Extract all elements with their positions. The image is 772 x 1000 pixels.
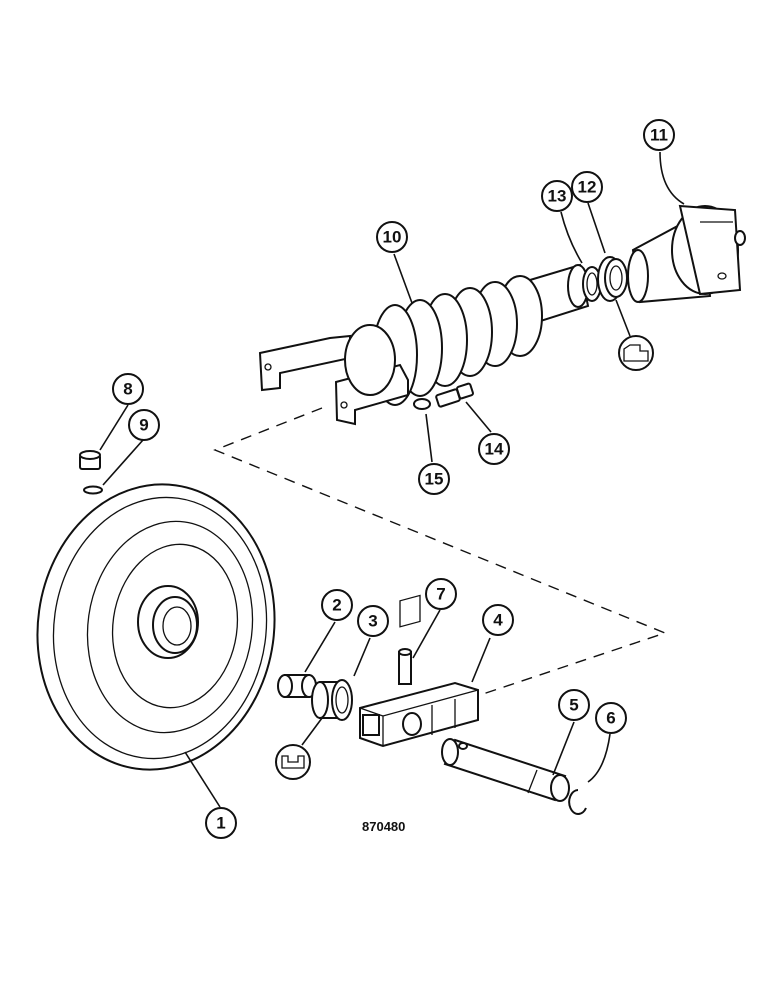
svg-text:11: 11 bbox=[650, 126, 668, 145]
callout-8: 8 bbox=[112, 373, 144, 405]
leader-5 bbox=[552, 721, 575, 776]
seal-12 bbox=[597, 256, 628, 302]
svg-text:1: 1 bbox=[216, 814, 225, 833]
tension-cylinder bbox=[627, 204, 746, 304]
svg-text:14: 14 bbox=[485, 440, 504, 459]
leader-13 bbox=[560, 211, 583, 264]
leader-7 bbox=[412, 609, 441, 659]
leader-14 bbox=[465, 401, 492, 433]
leader-10 bbox=[393, 253, 413, 304]
callout-11: 11 bbox=[643, 119, 675, 151]
svg-text:12: 12 bbox=[578, 178, 597, 197]
svg-text:7: 7 bbox=[436, 585, 445, 604]
callout-12: 12 bbox=[571, 171, 603, 203]
drawing-reference-number: 870480 bbox=[362, 819, 405, 834]
seal-12-section-detail bbox=[618, 335, 654, 371]
callout-3: 3 bbox=[357, 605, 389, 637]
leader-12 bbox=[587, 202, 606, 254]
seal bbox=[311, 679, 353, 721]
leader-8 bbox=[99, 404, 129, 451]
seal-section-detail bbox=[275, 744, 311, 780]
callout-1: 1 bbox=[205, 807, 237, 839]
leader-3 bbox=[353, 637, 371, 677]
leader-1 bbox=[184, 751, 221, 808]
svg-text:2: 2 bbox=[332, 596, 341, 615]
leader-3b bbox=[301, 713, 326, 746]
leader-15 bbox=[425, 413, 433, 463]
svg-text:6: 6 bbox=[606, 709, 615, 728]
svg-text:4: 4 bbox=[493, 611, 503, 630]
plug bbox=[79, 450, 101, 470]
washer bbox=[413, 398, 431, 410]
leader-6 bbox=[587, 733, 611, 783]
shaft bbox=[441, 738, 570, 802]
svg-text:13: 13 bbox=[548, 187, 567, 206]
callout-5: 5 bbox=[558, 689, 590, 721]
svg-text:15: 15 bbox=[425, 470, 444, 489]
leader-12b bbox=[615, 299, 631, 337]
svg-text:5: 5 bbox=[569, 696, 578, 715]
bracket bbox=[359, 594, 479, 748]
callout-6: 6 bbox=[595, 702, 627, 734]
callout-7: 7 bbox=[425, 578, 457, 610]
callout-4: 4 bbox=[482, 604, 514, 636]
leader-9 bbox=[102, 439, 144, 486]
svg-text:9: 9 bbox=[139, 416, 148, 435]
leader-4 bbox=[471, 637, 491, 683]
leader-2 bbox=[304, 621, 336, 673]
callout-10: 10 bbox=[376, 221, 408, 253]
svg-text:8: 8 bbox=[123, 380, 132, 399]
callout-14: 14 bbox=[478, 433, 510, 465]
roll-pin bbox=[398, 648, 412, 685]
bushing bbox=[277, 674, 317, 698]
callout-9: 9 bbox=[128, 409, 160, 441]
retaining-ring bbox=[568, 789, 587, 815]
idler-wheel bbox=[36, 483, 276, 771]
assembly-dashed-line bbox=[213, 407, 668, 696]
bolt bbox=[435, 382, 474, 408]
recoil-spring-assembly bbox=[258, 263, 590, 426]
callout-13: 13 bbox=[541, 180, 573, 212]
svg-text:10: 10 bbox=[383, 228, 402, 247]
leader-11 bbox=[659, 151, 685, 205]
svg-text:3: 3 bbox=[368, 612, 377, 631]
callout-2: 2 bbox=[321, 589, 353, 621]
callout-15: 15 bbox=[418, 463, 450, 495]
o-ring bbox=[83, 485, 103, 495]
